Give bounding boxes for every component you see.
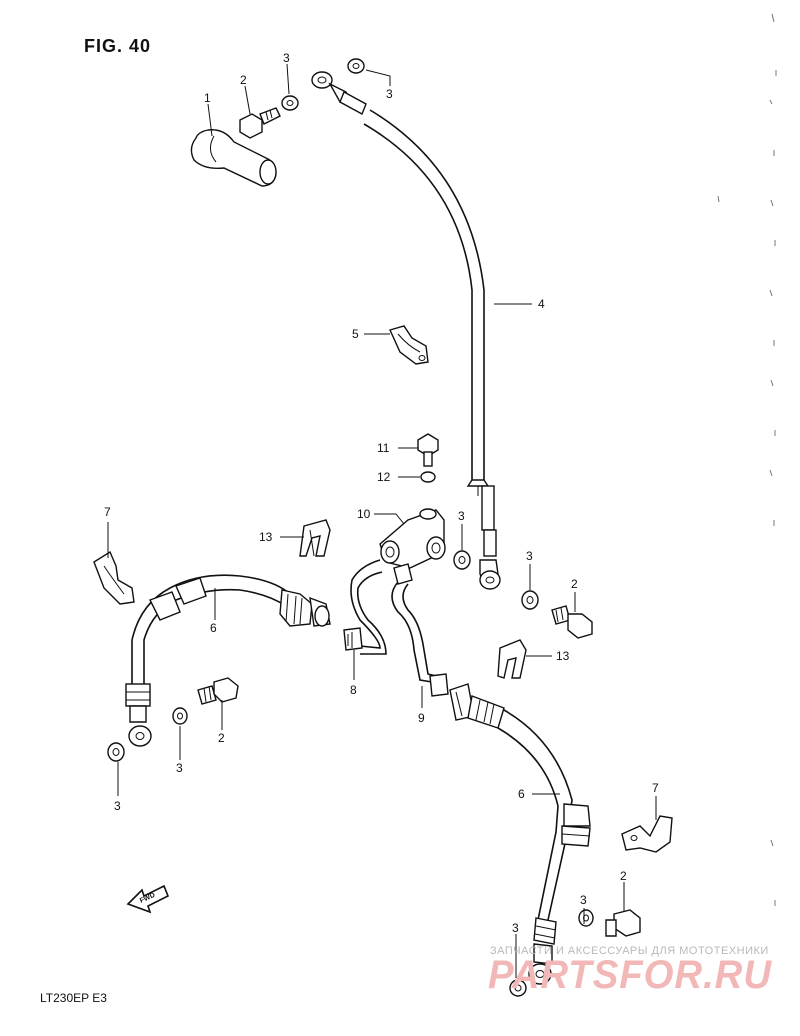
callout-11: 11 xyxy=(377,441,390,455)
part-4-front-brake-hose xyxy=(311,71,501,590)
callout-2: 2 xyxy=(571,577,578,591)
part-2-union-bolt-bottom xyxy=(605,909,641,937)
part-11-bolt xyxy=(417,433,439,467)
callout-3: 3 xyxy=(458,509,465,523)
part-5-hose-clamp xyxy=(389,325,429,365)
part-13-clip-left xyxy=(299,519,331,557)
callout-13: 13 xyxy=(259,530,273,544)
part-2-union-bolt-left xyxy=(197,677,239,705)
callout-6: 6 xyxy=(210,621,217,635)
callout-8: 8 xyxy=(350,683,357,697)
part-10-brake-hose-joint xyxy=(379,508,446,569)
scan-edge-marks xyxy=(717,13,777,906)
callout-3: 3 xyxy=(176,761,183,775)
part-2-union-bolt-top xyxy=(239,107,281,139)
callout-10: 10 xyxy=(357,507,371,521)
part-8-brake-pipe xyxy=(343,559,387,655)
callout-6: 6 xyxy=(518,787,525,801)
part-1-hose-cap xyxy=(190,129,277,187)
callout-3: 3 xyxy=(386,87,393,101)
part-3-washer xyxy=(453,550,471,570)
leader-lines xyxy=(107,63,657,978)
part-3-washer xyxy=(521,590,539,610)
callout-7: 7 xyxy=(104,505,111,519)
callout-3: 3 xyxy=(114,799,121,813)
part-7-clamp-right xyxy=(621,815,673,853)
part-9-brake-pipe xyxy=(391,563,449,697)
part-13-clip-right xyxy=(497,639,527,679)
model-label: LT230EP E3 xyxy=(40,991,107,1005)
part-6-brake-hose-right xyxy=(449,683,591,985)
part-3-washer xyxy=(509,979,527,997)
part-3-washer xyxy=(172,707,188,725)
callout-12: 12 xyxy=(377,470,391,484)
callout-9: 9 xyxy=(418,711,425,725)
callout-4: 4 xyxy=(538,297,545,311)
figure-title: FIG. 40 xyxy=(84,36,151,56)
part-2-union-bolt-right xyxy=(551,605,593,639)
watermark-logo: PARTSFOR.RU xyxy=(488,953,772,997)
fwd-direction-arrow: FWD xyxy=(126,884,170,914)
watermark-tagline: ЗАПЧАСТИ И АКСЕССУАРЫ ДЛЯ МОТОТЕХНИКИ xyxy=(490,945,769,957)
callout-3: 3 xyxy=(580,893,587,907)
callout-13: 13 xyxy=(556,649,570,663)
callout-5: 5 xyxy=(352,327,359,341)
part-7-clamp-left xyxy=(93,550,135,605)
part-3-washer xyxy=(281,95,299,111)
callout-7: 7 xyxy=(652,781,659,795)
part-3-washer xyxy=(578,909,594,927)
callout-2: 2 xyxy=(620,869,627,883)
part-3-washer xyxy=(347,58,365,74)
callout-2: 2 xyxy=(240,73,247,87)
part-6-brake-hose-left xyxy=(125,574,331,747)
callout-1: 1 xyxy=(204,91,211,105)
callout-2: 2 xyxy=(218,731,225,745)
part-3-washer xyxy=(107,742,125,762)
callout-numbers: 1 2 3 3 4 5 11 12 10 3 7 13 3 2 6 13 8 2… xyxy=(104,51,659,935)
part-12-washer xyxy=(420,471,436,483)
callout-3: 3 xyxy=(512,921,519,935)
callout-3: 3 xyxy=(526,549,533,563)
callout-3: 3 xyxy=(283,51,290,65)
